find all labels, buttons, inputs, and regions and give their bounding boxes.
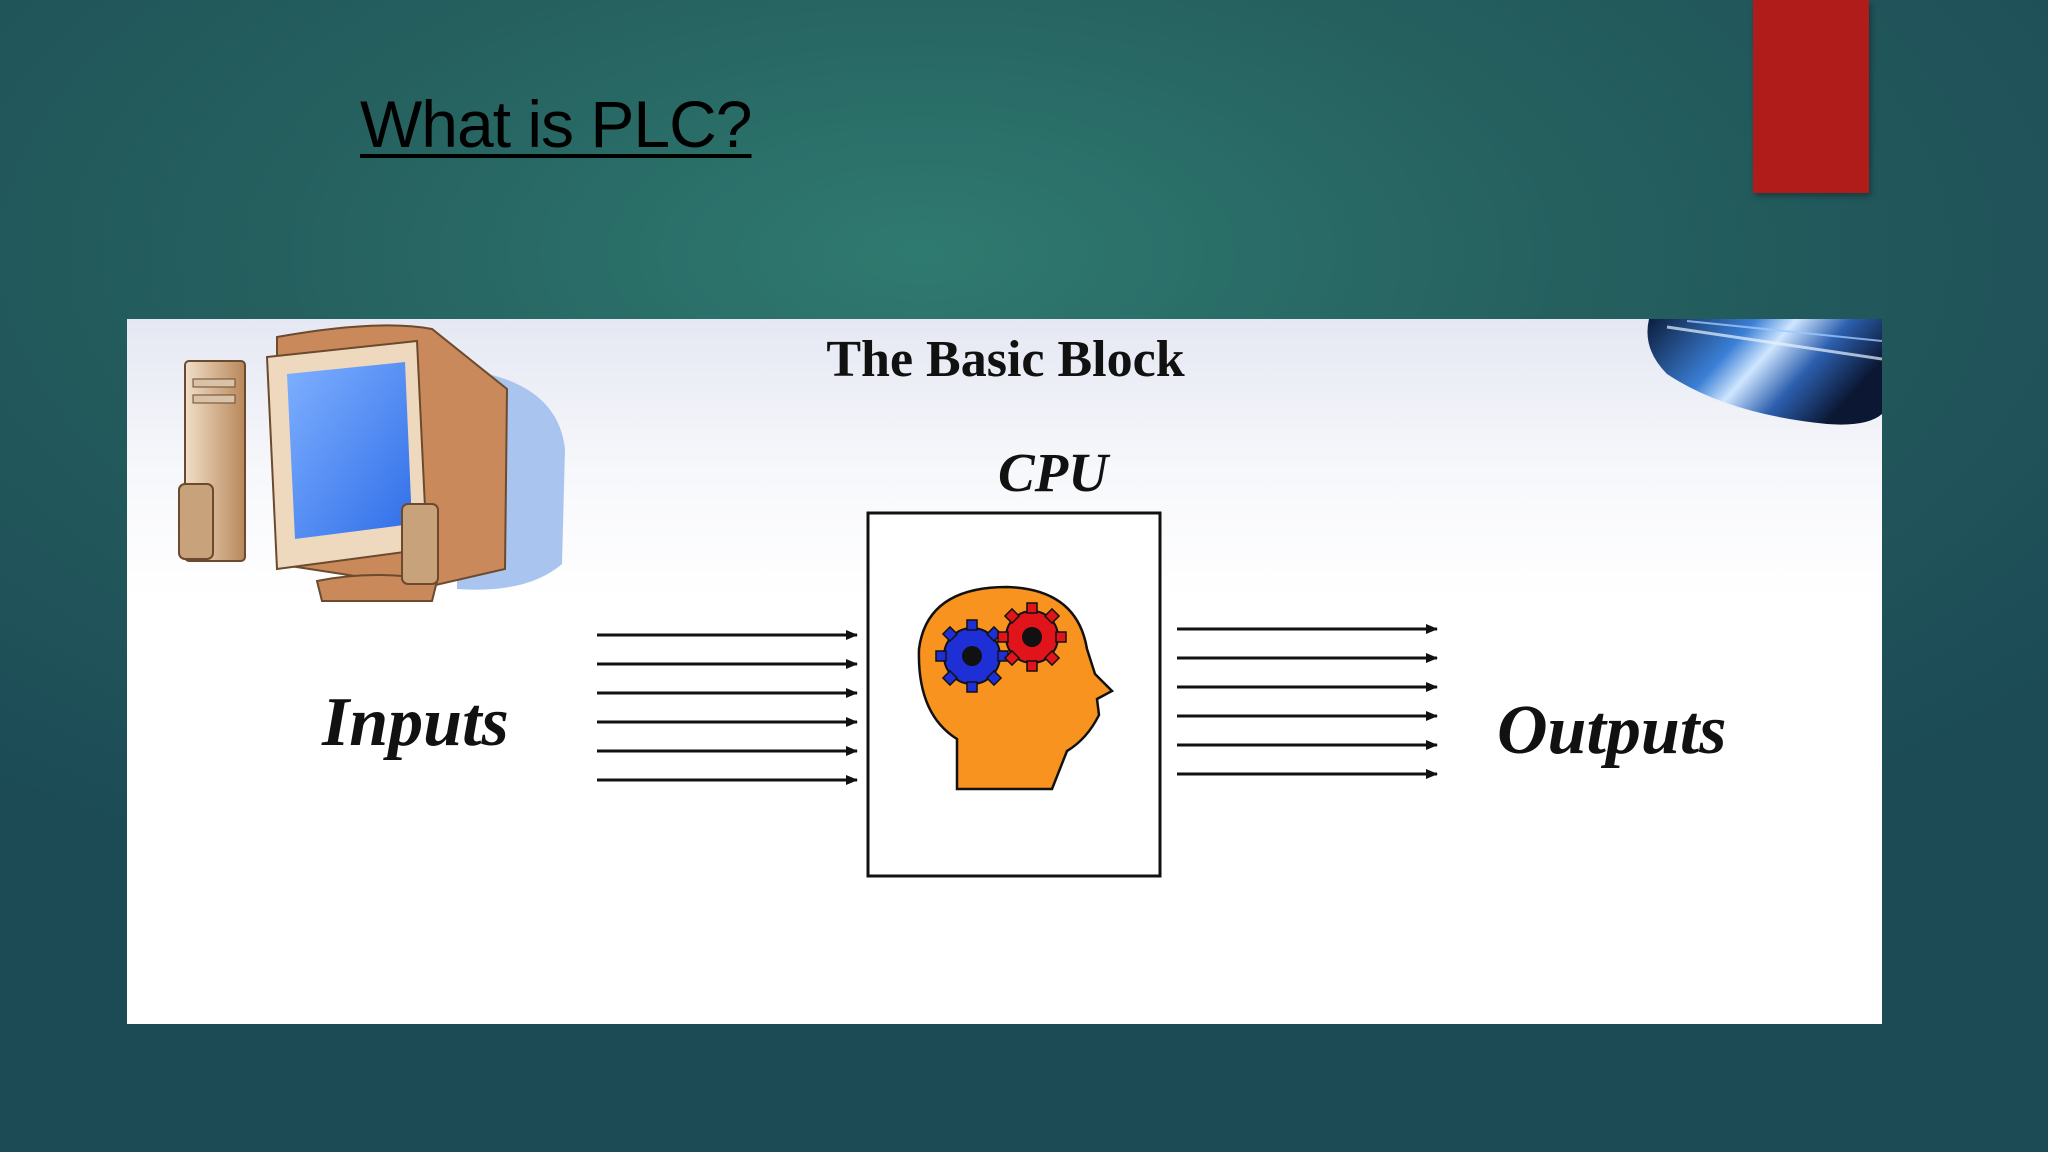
diagram-graphics bbox=[178, 319, 1882, 878]
slide-title: What is PLC? bbox=[360, 87, 752, 161]
diagram-title: The Basic Block bbox=[826, 331, 1185, 388]
computer-icon bbox=[178, 324, 565, 602]
outputs-label: Outputs bbox=[1497, 692, 1727, 769]
inputs-label: Inputs bbox=[322, 684, 509, 761]
input-arrows bbox=[597, 630, 858, 785]
head-with-gears-icon bbox=[917, 585, 1115, 791]
decorative-streak-image bbox=[1647, 319, 1882, 425]
output-arrows bbox=[1177, 624, 1438, 779]
basic-block-diagram: The Basic Block CPU Inputs Outputs bbox=[127, 319, 1882, 1024]
cpu-label: CPU bbox=[998, 442, 1108, 503]
red-accent-bar bbox=[1753, 0, 1869, 193]
